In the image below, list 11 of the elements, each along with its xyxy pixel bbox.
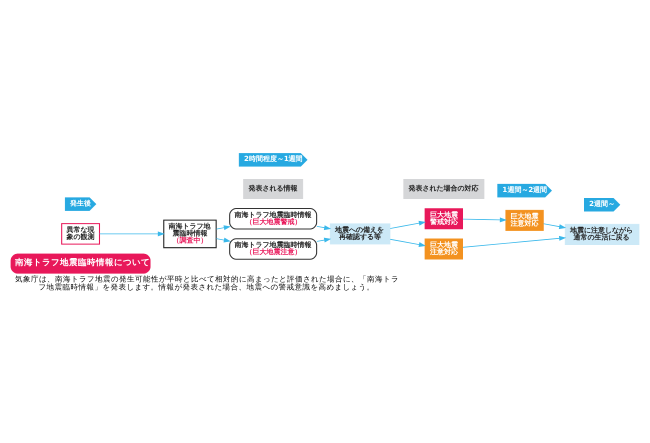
arrow — [216, 224, 231, 230]
diagram-title: 南海トラフ地震臨時情報について — [15, 258, 150, 268]
arrow — [316, 224, 332, 230]
arrow — [390, 238, 426, 246]
arrow — [462, 235, 566, 248]
arrow — [390, 220, 426, 228]
arrow — [216, 237, 231, 242]
arrow — [316, 237, 332, 242]
arrow — [462, 216, 507, 222]
arrow — [543, 222, 566, 229]
arrow — [99, 230, 165, 236]
